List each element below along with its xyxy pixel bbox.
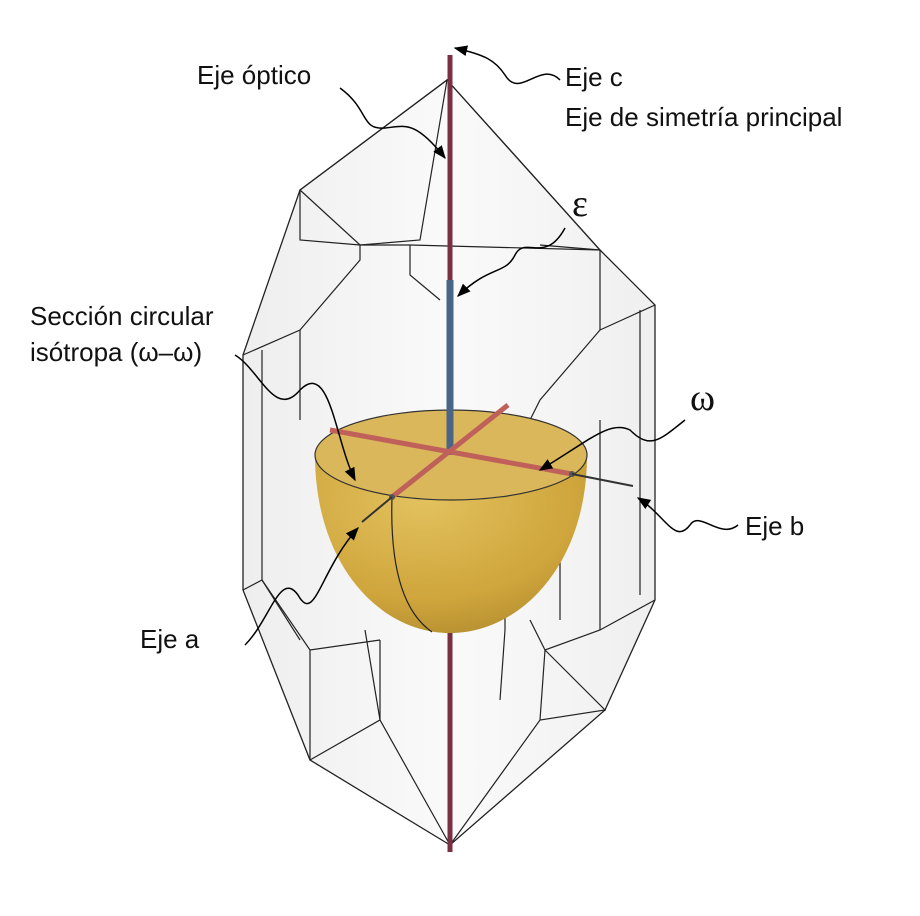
omega-pointer (538, 419, 686, 471)
epsilon-label: ε (572, 183, 588, 225)
a-axis-label: Eje a (140, 624, 200, 654)
circular-section-label-line2: isótropa (ω–ω) (30, 337, 202, 367)
c-axis-pointer (453, 45, 561, 85)
c-axis-label: Eje c (565, 62, 623, 92)
omega-axis-a (390, 403, 510, 499)
b-axis-label: Eje b (745, 511, 804, 541)
b-axis-extension (571, 473, 634, 487)
optic-axis-pointer (339, 87, 446, 160)
a-axis-extension (361, 496, 393, 523)
principal-symmetry-axis-label: Eje de simetría principal (565, 102, 842, 132)
omega-label: ω (690, 377, 715, 419)
a-axis-pointer (244, 526, 359, 646)
optic-axis-label: Eje óptico (197, 60, 311, 90)
epsilon-pointer (457, 227, 566, 297)
circular-section-pointer (234, 354, 356, 482)
circular-section-label-line1: Sección circular (30, 301, 214, 331)
b-axis-pointer (636, 497, 739, 533)
